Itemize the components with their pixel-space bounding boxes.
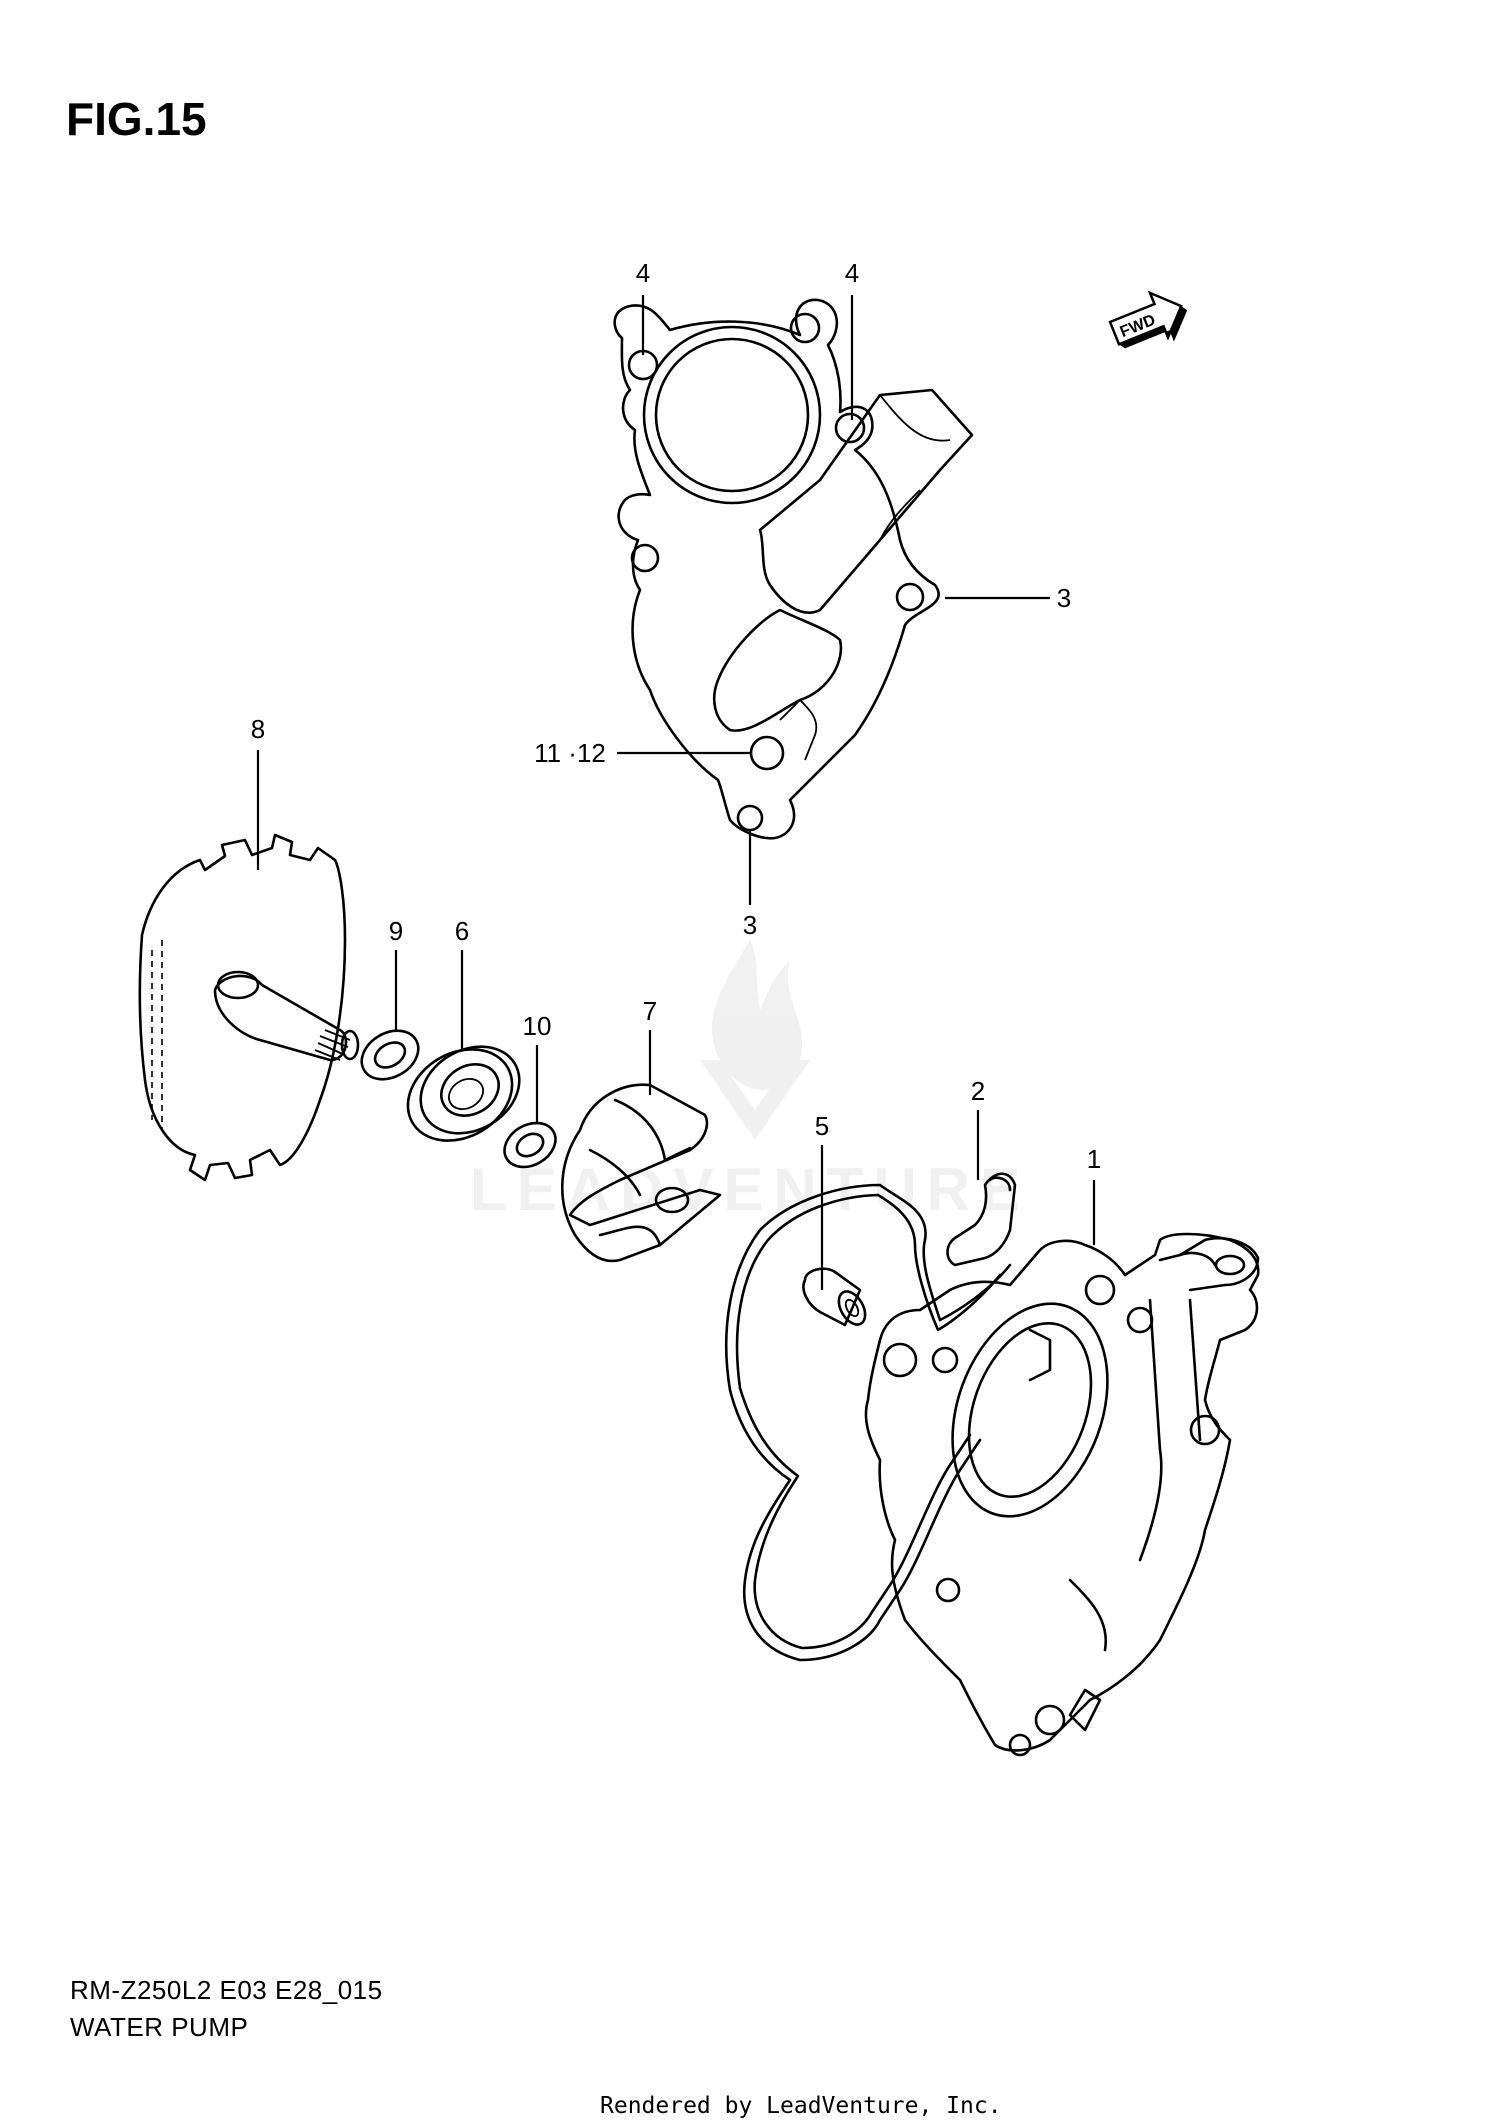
callout-3-bottom: 3 [743, 910, 757, 940]
leader-lines [256, 295, 1096, 1290]
fwd-arrow-icon: FWD [1108, 290, 1188, 349]
callout-4-left: 4 [636, 258, 650, 288]
callout-8: 8 [251, 714, 265, 744]
pump-cover [613, 298, 974, 840]
callout-6: 6 [455, 916, 469, 946]
watermark-logo: LEADVENTURE [470, 940, 1030, 1223]
dowel-pin-5 [802, 1267, 867, 1327]
figure-title: FIG.15 [66, 93, 207, 145]
washer-9 [360, 1029, 420, 1081]
callout-9: 9 [389, 916, 403, 946]
callout-4-right: 4 [845, 258, 859, 288]
figure-caption: WATER PUMP [70, 2012, 249, 2042]
o-ring-2 [725, 1172, 1017, 1662]
callout-2: 2 [971, 1076, 985, 1106]
callout-labels: 4 4 3 11 ·12 3 8 9 6 10 7 5 2 1 [251, 258, 1101, 1174]
callout-11-12: 11 ·12 [534, 738, 606, 768]
render-credit: Rendered by LeadVenture, Inc. [600, 2093, 1002, 2119]
oil-seal-6 [406, 1045, 521, 1142]
washer-10 [503, 1121, 557, 1169]
callout-10: 10 [523, 1011, 552, 1041]
model-code: RM-Z250L2 E03 E28_015 [70, 1975, 383, 2005]
callout-1: 1 [1087, 1144, 1101, 1174]
pump-case-1 [864, 1232, 1260, 1757]
callout-5: 5 [815, 1111, 829, 1141]
impeller-7 [560, 1083, 722, 1263]
watermark-text: LEADVENTURE [470, 1156, 1030, 1223]
callout-3-right: 3 [1057, 583, 1071, 613]
pump-gear-shaft [138, 833, 360, 1182]
callout-7: 7 [643, 996, 657, 1026]
